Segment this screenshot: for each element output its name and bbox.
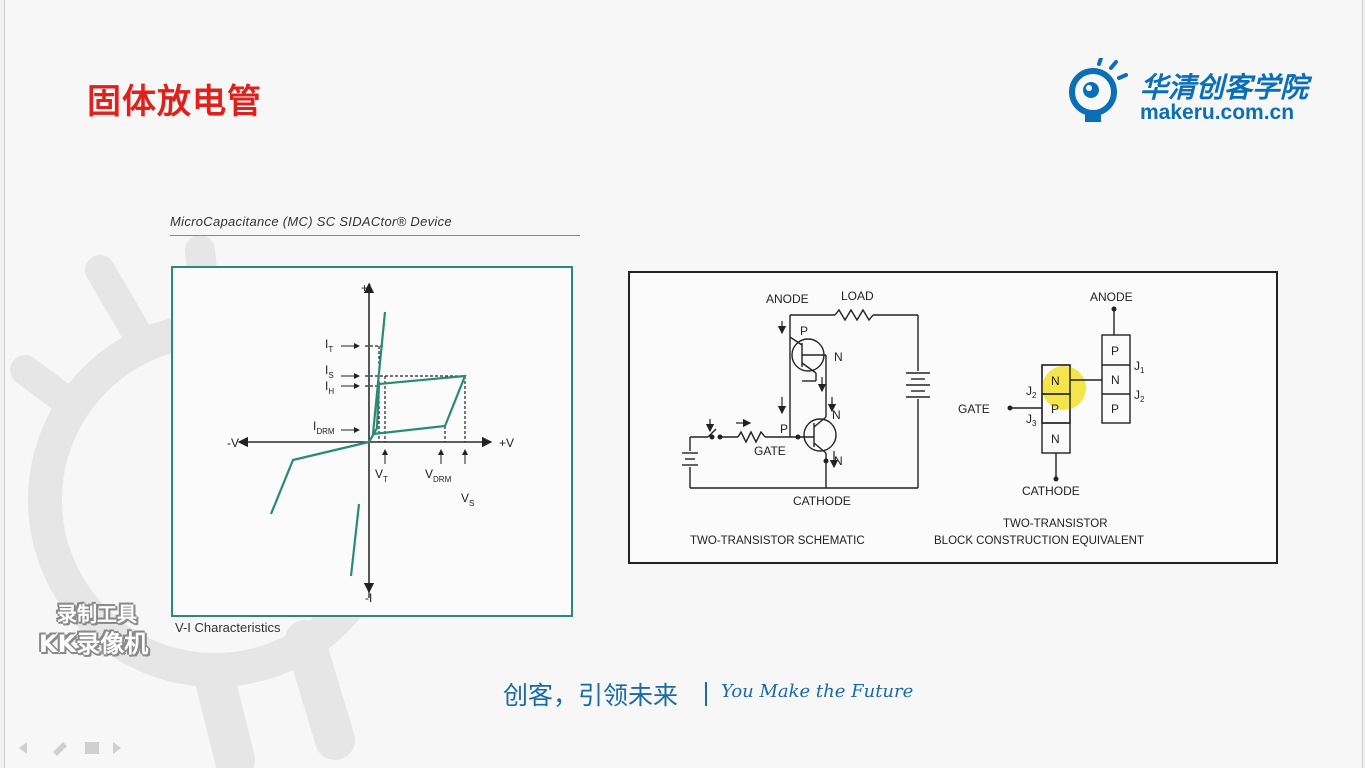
block-p-1: P	[1111, 344, 1119, 358]
minus-v-label: -V	[227, 436, 239, 450]
n-label-1: N	[834, 350, 843, 364]
j2-label-right: J2	[1134, 388, 1145, 404]
j3-label: J3	[1026, 412, 1037, 428]
slogan-divider	[705, 682, 707, 706]
minus-i-label: -I	[365, 591, 372, 605]
vt-label: VT	[375, 467, 388, 484]
vi-curve	[269, 311, 467, 577]
recorder-watermark-line2: KK录像机	[39, 630, 149, 658]
gate-label-right: GATE	[958, 402, 990, 416]
vi-chart: +I -I -V +V IT IS IH IDRM VT VDRM VS	[227, 281, 514, 605]
slogan-cn: 创客，引领未来	[503, 681, 679, 710]
vdrm-label: VDRM	[425, 467, 452, 484]
load-label: LOAD	[841, 289, 874, 303]
recorder-watermark-line1: 录制工具	[57, 602, 137, 626]
j1-label: J1	[1134, 359, 1145, 375]
cathode-label-left: CATHODE	[793, 494, 851, 508]
highlight-marker	[1042, 366, 1086, 410]
prev-slide-icon[interactable]	[19, 742, 27, 754]
block-n-2: N	[1051, 374, 1060, 388]
figure-caption: MicroCapacitance (MC) SC SIDACtor® Devic…	[170, 214, 452, 229]
block-p-2: P	[1111, 402, 1119, 416]
slide-controls[interactable]	[13, 736, 143, 756]
brand-logo: 华清创客学院 makeru.com.cn	[1065, 58, 1325, 130]
n-label-2: N	[832, 408, 841, 422]
slogan-en: You Make the Future	[721, 681, 914, 702]
slide-title: 固体放电管	[87, 82, 262, 122]
left-caption: TWO-TRANSISTOR SCHEMATIC	[690, 535, 865, 547]
right-caption-1: TWO-TRANSISTOR	[1003, 518, 1108, 530]
brand-url: makeru.com.cn	[1140, 101, 1295, 124]
block-n-3: N	[1051, 432, 1060, 446]
anode-label-left: ANODE	[766, 292, 809, 306]
vi-characteristics-panel: +I -I -V +V IT IS IH IDRM VT VDRM VS	[171, 266, 573, 617]
brand-name: 华清创客学院	[1140, 71, 1309, 104]
plus-v-label: +V	[499, 436, 514, 450]
gate-label-left: GATE	[754, 444, 786, 458]
next-slide-icon[interactable]	[113, 742, 121, 754]
idrm-label: IDRM	[313, 419, 335, 436]
two-transistor-diagram: ANODE LOAD P N N P N GATE CATHODE TWO-TR…	[682, 289, 1145, 547]
j2-label-left: J2	[1026, 384, 1037, 400]
block-p-3: P	[1051, 402, 1059, 416]
anode-label-right: ANODE	[1090, 290, 1133, 304]
two-transistor-panel: ANODE LOAD P N N P N GATE CATHODE TWO-TR…	[628, 271, 1278, 564]
caption-divider	[170, 235, 580, 236]
ih-label: IH	[325, 379, 334, 396]
it-label: IT	[325, 337, 333, 354]
plus-i-label: +I	[361, 281, 371, 295]
cathode-label-right: CATHODE	[1022, 484, 1080, 498]
block-n-1: N	[1111, 373, 1120, 387]
menu-icon[interactable]	[85, 742, 99, 754]
n-label-3: N	[834, 454, 843, 468]
slide: 固体放电管 华清创客学院 makeru.com.cn MicroCapacita…	[4, 0, 1363, 768]
pen-icon[interactable]	[53, 742, 67, 756]
vs-label: VS	[461, 491, 474, 508]
right-caption-2: BLOCK CONSTRUCTION EQUIVALENT	[934, 535, 1144, 547]
bulb-logo-icon	[1069, 58, 1128, 122]
p-label-1: P	[800, 324, 808, 338]
p-label-2: P	[780, 422, 788, 436]
is-label: IS	[325, 363, 334, 380]
vi-caption: V-I Characteristics	[175, 620, 281, 635]
